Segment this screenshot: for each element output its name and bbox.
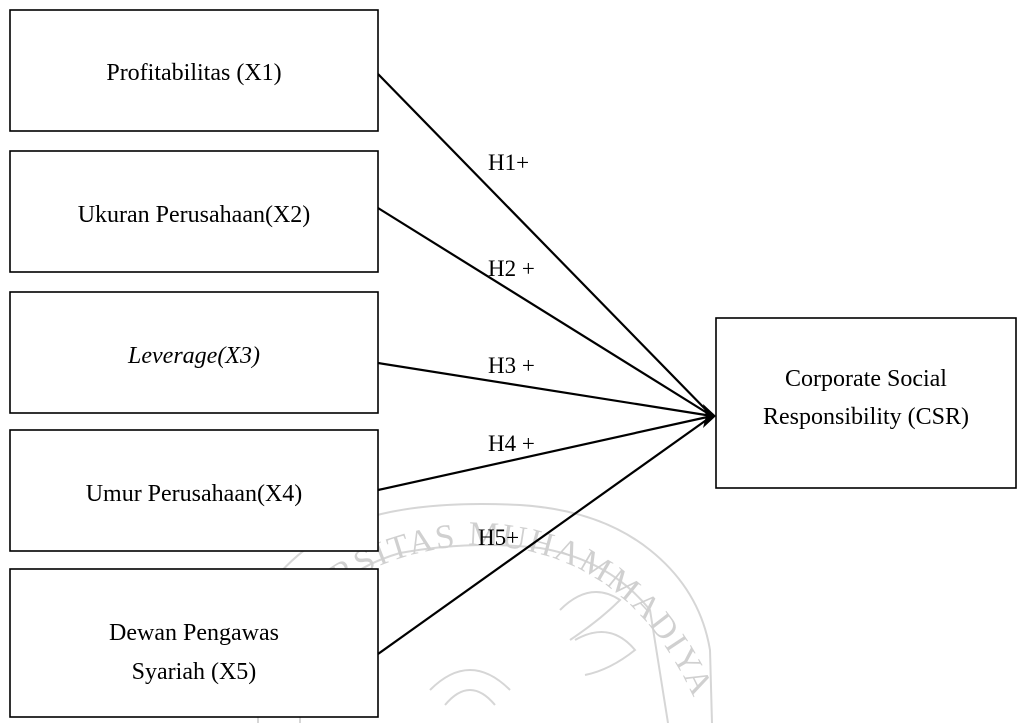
node-x4-label: Umur Perusahaan(X4) [86, 481, 303, 507]
edge-h2 [377, 207, 713, 417]
node-x1: Profitabilitas (X1) [9, 9, 379, 132]
node-x3-label: Leverage(X3) [127, 343, 260, 369]
node-y-csr: Corporate Social Responsibility (CSR) [715, 317, 1017, 489]
hypothesis-label-h3: H3 + [488, 353, 535, 378]
node-x4: Umur Perusahaan(X4) [9, 429, 379, 552]
node-x2: Ukuran Perusahaan(X2) [9, 150, 379, 273]
node-x5: Dewan Pengawas Syariah (X5) [9, 568, 379, 718]
node-x5-label-line1: Dewan Pengawas [109, 620, 279, 646]
hypothesis-label-h5: H5+ [478, 525, 519, 550]
edge-h5 [377, 415, 713, 655]
hypothesis-arrows [377, 73, 716, 655]
node-x1-label: Profitabilitas (X1) [106, 60, 281, 86]
node-x3: Leverage(X3) [9, 291, 379, 414]
edge-h3 [377, 361, 713, 418]
edge-h4 [377, 414, 713, 492]
hypothesis-label-h1: H1+ [488, 150, 529, 175]
node-x2-label: Ukuran Perusahaan(X2) [78, 202, 311, 228]
node-y-label-line1: Corporate Social [785, 366, 947, 392]
hypothesis-label-h4: H4 + [488, 431, 535, 456]
arrowhead [703, 404, 716, 428]
node-y-label-line2: Responsibility (CSR) [763, 404, 969, 430]
hypothesis-label-h2: H2 + [488, 256, 535, 281]
edge-h1 [377, 73, 713, 417]
node-x5-label-line2: Syariah (X5) [132, 659, 257, 685]
